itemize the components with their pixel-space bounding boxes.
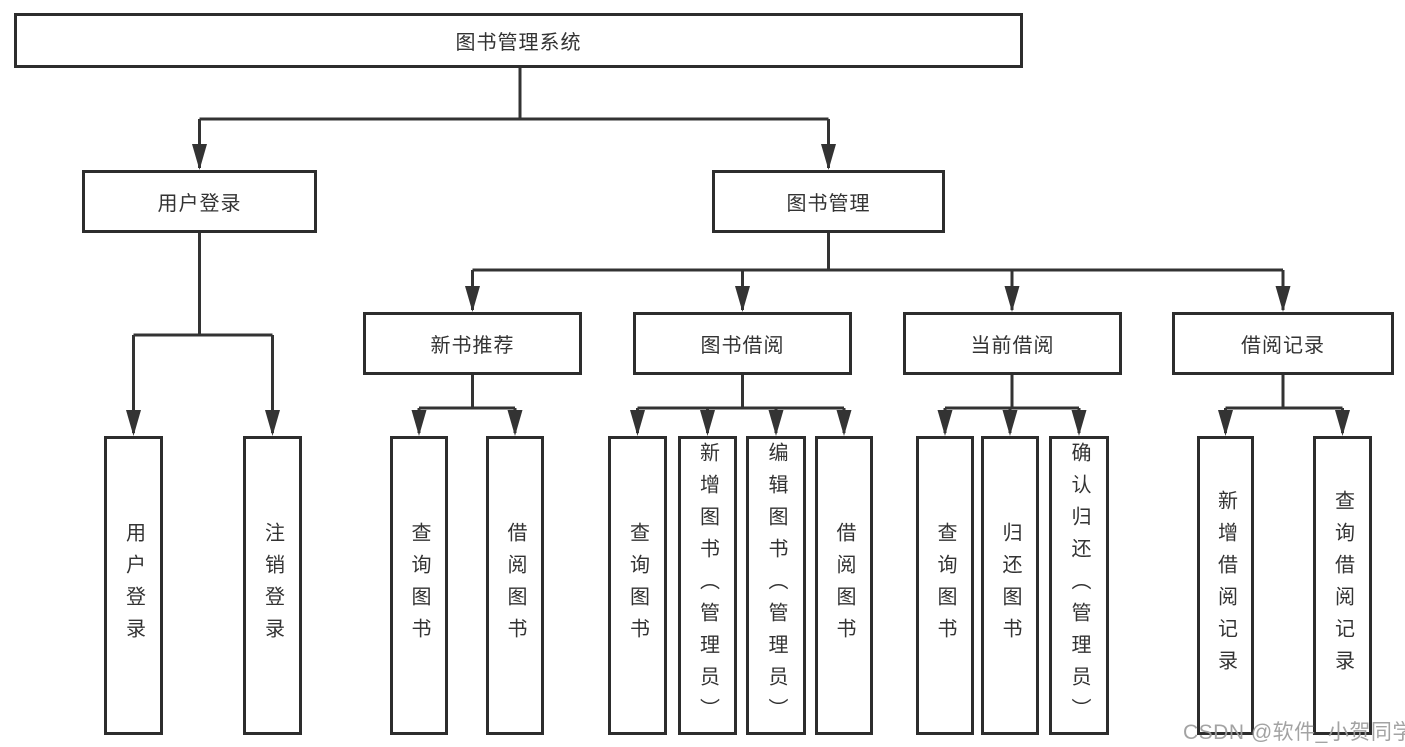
leaf-logout-label: 注销登录 (261, 521, 284, 650)
leaf-borrow-books-recommend: 借阅图书 (486, 436, 544, 735)
leaf-confirm-return-admin-label: 确认归还（管理员） (1068, 441, 1090, 730)
leaf-user-login-label: 用户登录 (122, 521, 145, 650)
node-new-book-recommend-label: 新书推荐 (430, 335, 515, 357)
node-user-login-label: 用户登录 (157, 193, 242, 215)
node-book-management-label: 图书管理 (786, 193, 871, 215)
leaf-borrow-books-borrow-label: 借阅图书 (833, 521, 855, 650)
node-book-management: 图书管理 (712, 170, 945, 233)
leaf-query-books-recommend-label: 查询图书 (408, 521, 430, 650)
node-book-borrow: 图书借阅 (633, 312, 852, 375)
leaf-query-books-borrow: 查询图书 (608, 436, 667, 735)
leaf-query-books-current: 查询图书 (916, 436, 974, 735)
leaf-query-borrow-record-label: 查询借阅记录 (1331, 489, 1354, 682)
node-borrow-records: 借阅记录 (1172, 312, 1394, 375)
leaf-borrow-books-recommend-label: 借阅图书 (504, 521, 526, 650)
leaf-confirm-return-admin: 确认归还（管理员） (1049, 436, 1109, 735)
leaf-return-book: 归还图书 (981, 436, 1039, 735)
leaf-add-borrow-record: 新增借阅记录 (1197, 436, 1254, 735)
leaf-edit-book-admin-label: 编辑图书（管理员） (765, 441, 787, 730)
leaf-query-borrow-record: 查询借阅记录 (1313, 436, 1372, 735)
leaf-user-login: 用户登录 (104, 436, 163, 735)
leaf-add-book-admin: 新增图书（管理员） (678, 436, 737, 735)
node-book-borrow-label: 图书借阅 (700, 335, 785, 357)
leaf-borrow-books-borrow: 借阅图书 (815, 436, 873, 735)
leaf-return-book-label: 归还图书 (999, 521, 1021, 650)
leaf-edit-book-admin: 编辑图书（管理员） (746, 436, 806, 735)
leaf-logout: 注销登录 (243, 436, 302, 735)
arrowheads (126, 144, 1350, 436)
leaf-query-books-recommend: 查询图书 (390, 436, 448, 735)
node-current-borrow-label: 当前借阅 (970, 335, 1055, 357)
node-borrow-records-label: 借阅记录 (1241, 335, 1325, 357)
leaf-add-borrow-record-label: 新增借阅记录 (1214, 489, 1237, 682)
csdn-watermark: CSDN @软件_小贺同学 (1183, 721, 1405, 744)
node-root: 图书管理系统 (14, 13, 1023, 68)
node-user-login: 用户登录 (82, 170, 317, 233)
leaf-query-books-current-label: 查询图书 (934, 521, 956, 650)
node-root-label: 图书管理系统 (455, 32, 582, 54)
leaf-add-book-admin-label: 新增图书（管理员） (696, 441, 719, 730)
leaf-query-books-borrow-label: 查询图书 (626, 521, 649, 650)
node-new-book-recommend: 新书推荐 (363, 312, 582, 375)
node-current-borrow: 当前借阅 (903, 312, 1122, 375)
